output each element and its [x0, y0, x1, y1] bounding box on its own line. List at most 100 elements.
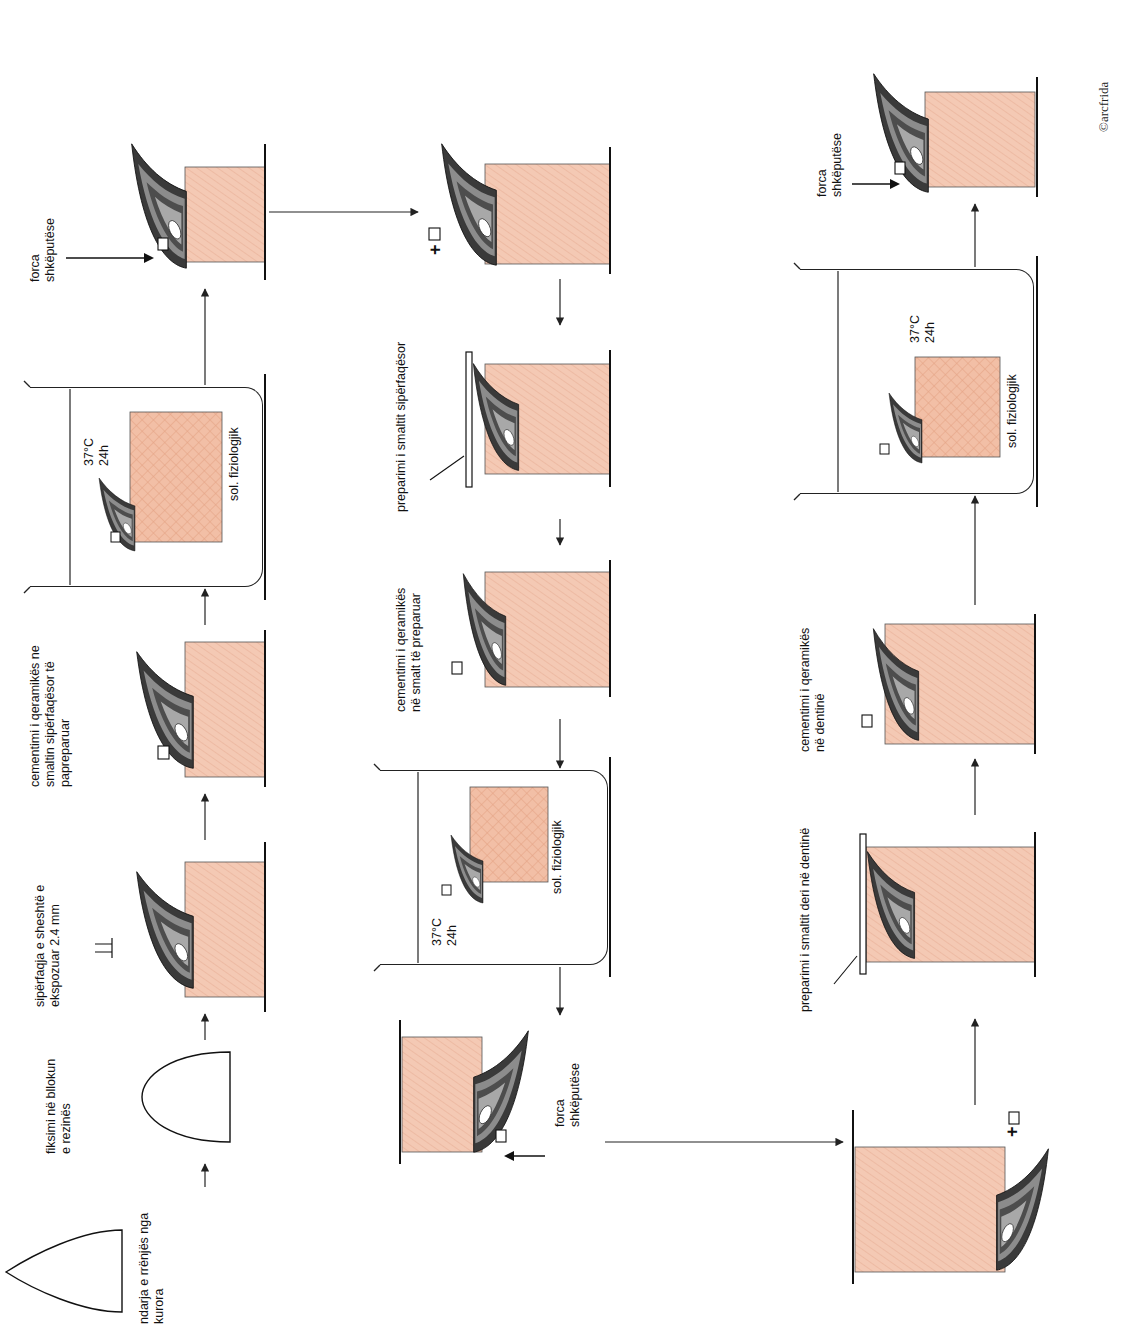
shear-test-three-part	[895, 162, 905, 174]
incubator-one-contents	[24, 374, 265, 600]
incubator-beaker: 37°C 24hsol. fiziologjik	[800, 269, 1034, 494]
step-crown-separation: ndarja e rrënjës nga kurora	[5, 1189, 195, 1334]
cemented-unprepared-sample-part	[185, 642, 265, 777]
exposed-surface-sample-part	[95, 938, 112, 958]
shear-test-three-part	[925, 92, 1035, 187]
shear-test-three-part	[1036, 77, 1038, 197]
flow-arrow	[559, 519, 560, 545]
flow-arrow	[974, 1019, 975, 1105]
enamel-preparation-sample-part	[473, 364, 518, 471]
ceramic-plus-sample-flipped	[853, 1110, 1048, 1284]
step-label: preparimi i smaltit deri në dentinë	[798, 817, 813, 1012]
cemented-prepared-sample	[452, 560, 610, 697]
step-label: ndarja e rrënjës nga kurora	[137, 1194, 167, 1324]
enamel-preparation-sample-part	[430, 456, 464, 480]
shear-test-three-part	[890, 179, 900, 189]
resin-dome-part	[142, 1052, 230, 1142]
shear-test-two	[400, 1020, 545, 1164]
incubator-one-contents-part	[111, 532, 120, 542]
ceramic-plus-sample-part	[429, 228, 440, 240]
incubator-three-contents-part	[915, 357, 1000, 457]
incubator-two-contents-part	[451, 835, 483, 903]
incubator-one-contents-part	[69, 389, 70, 585]
step-label: forca shkëputëse	[28, 218, 58, 282]
step-label: sipërfaqja e sheshtë e ekspozuar 2.4 mm	[33, 847, 63, 1007]
step-enamel-preparation: preparimi i smaltit sipërfaqësor	[392, 327, 612, 517]
step-shear-test: forca shkëputëse	[25, 137, 267, 287]
copyright-note: ©arcfrida	[1096, 82, 1112, 132]
shear-test-one-part	[158, 238, 168, 250]
flow-arrow	[204, 1014, 205, 1040]
solution-label: sol. fiziologjik	[227, 427, 242, 501]
plus-sign: +	[1003, 1126, 1023, 1137]
flow-arrow	[605, 1141, 843, 1142]
shear-test-one-part	[144, 253, 154, 263]
step-label: 37°C 24h	[82, 438, 112, 466]
incubator-beaker: 37°C 24hsol. fiziologjik	[380, 770, 608, 965]
step-label: preparimi i smaltit sipërfaqësor	[394, 327, 409, 512]
cemented-prepared-sample-part	[463, 574, 505, 686]
shear-test-two-part	[496, 1130, 506, 1142]
incubator-three-contents-part	[880, 444, 889, 454]
enamel-preparation-sample-part	[466, 352, 472, 487]
plus-sign: +	[426, 244, 446, 255]
incubator-three-contents-part	[837, 271, 838, 492]
dentin-preparation-sample-part	[866, 847, 1035, 962]
cemented-prepared-sample-part	[452, 662, 462, 674]
incubator-three-contents	[794, 256, 1037, 507]
incubator-two-contents-part	[442, 885, 451, 895]
dentin-preparation-sample-part	[867, 852, 914, 959]
incubator-two-contents-part	[609, 757, 611, 977]
flow-arrow	[974, 496, 975, 605]
step-cementing: cementimi i qeramikës në dentinë	[795, 607, 1037, 757]
exposed-surface-sample-part	[185, 862, 265, 997]
step-ceramic-plus: +	[845, 1107, 1060, 1287]
enamel-preparation-sample	[430, 350, 610, 487]
step-ceramic-plus: +	[420, 137, 612, 277]
incubator-three-contents-part	[889, 393, 922, 463]
step-dentin-preparation: preparimi i smaltit deri në dentinë	[795, 817, 1037, 1017]
flow-arrow	[204, 589, 205, 625]
step-label: cementimi i qeramikës në dentinë	[798, 612, 828, 752]
dentin-preparation-sample	[834, 832, 1035, 984]
shear-test-three-part	[852, 183, 892, 184]
cemented-dentin-sample	[862, 614, 1035, 754]
step-flat-surface: sipërfaqja e sheshtë e ekspozuar 2.4 mm	[30, 842, 267, 1012]
incubator-one-contents-part	[99, 478, 135, 551]
step-label: forca shkëputëse	[553, 1063, 583, 1127]
step-shear-test: forca shkëputëse	[805, 72, 1037, 202]
step-cementing: cementimi i qeramikës në smalt të prepar…	[392, 547, 612, 717]
flow-arrow	[559, 719, 560, 768]
incubator-beaker: 37°C 24h sol. fiziologjik	[30, 387, 263, 587]
separated-crown	[6, 1230, 122, 1312]
step-label: 37°C 24h	[908, 315, 938, 343]
shear-test-one-part	[132, 144, 187, 268]
cemented-unprepared-sample-part	[264, 630, 266, 787]
cemented-unprepared-sample-part	[137, 652, 194, 769]
flow-arrow	[559, 967, 560, 1015]
step-label: cementimi i qeramikës në smalt të prepar…	[394, 572, 424, 712]
cemented-dentin-sample-part	[873, 629, 918, 741]
shear-test-two-part	[474, 1031, 529, 1152]
step-label: fiksimi në bllokun e rezinës	[44, 1054, 74, 1154]
step-label: 37°C 24h	[430, 918, 460, 946]
exposed-surface-sample-part	[137, 872, 194, 989]
ceramic-plus-sample-flipped-part	[1009, 1112, 1019, 1124]
exposed-surface-sample	[95, 842, 265, 1012]
shear-test-two-part	[504, 1151, 514, 1161]
flow-arrow	[204, 289, 205, 385]
shear-test-three	[852, 74, 1037, 197]
incubator-two-contents-part	[417, 772, 418, 963]
flow-arrow	[204, 794, 205, 840]
cemented-unprepared-sample	[137, 630, 265, 787]
dentin-preparation-sample-part	[1034, 832, 1036, 977]
shear-test-two-part	[512, 1155, 545, 1156]
separated-crown-part	[6, 1230, 122, 1312]
cemented-dentin-sample-part	[1034, 614, 1036, 754]
incubator-three-contents-part	[1036, 256, 1038, 507]
step-label: cementimi i qeramikës ne smaltin sipërfa…	[28, 629, 73, 787]
shear-test-two-part	[399, 1020, 401, 1164]
incubator-two-contents	[374, 757, 610, 977]
